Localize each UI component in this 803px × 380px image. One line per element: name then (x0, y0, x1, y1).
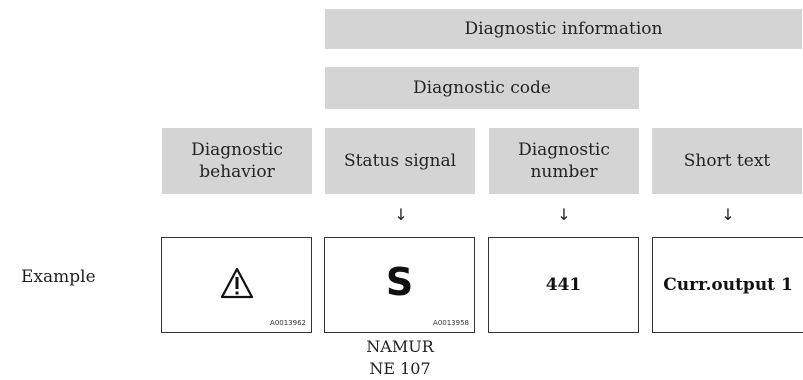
diagnostic-code-header: Diagnostic code (325, 67, 639, 109)
diagnostic-number-value: 441 (545, 275, 582, 295)
column-header-label: Diagnostic number (518, 140, 610, 182)
status-s-icon: S (385, 260, 414, 304)
diagnostic-number-box: 441 (488, 237, 639, 333)
diagnostic-information-header: Diagnostic information (325, 9, 802, 49)
column-header-label: Diagnostic behavior (191, 140, 283, 182)
short-text-value: Curr.output 1 (663, 275, 793, 295)
image-id: A0013958 (433, 319, 469, 327)
namur-line: NAMUR (366, 337, 434, 356)
down-arrow-icon: ↓ (721, 205, 735, 224)
down-arrow-icon: ↓ (557, 205, 571, 224)
short-text-box: Curr.output 1 (652, 237, 803, 333)
column-header-label: Status signal (343, 151, 457, 171)
column-header-label: Short text (683, 151, 771, 171)
column-header-diagnostic-behavior: Diagnostic behavior (162, 128, 312, 194)
status-signal-box: S A0013958 (324, 237, 475, 333)
diagnostic-code-label: Diagnostic code (413, 78, 551, 98)
warning-triangle-icon (162, 238, 311, 332)
column-header-short-text: Short text (652, 128, 802, 194)
example-label: Example (21, 267, 96, 287)
down-arrow-icon: ↓ (394, 205, 408, 224)
diagnostic-information-label: Diagnostic information (464, 19, 663, 39)
namur-note: NAMUR NE 107 (325, 336, 475, 380)
diagnostic-behavior-box: A0013962 (161, 237, 312, 333)
image-id: A0013962 (270, 319, 306, 327)
column-header-status-signal: Status signal (325, 128, 475, 194)
namur-standard-line: NE 107 (369, 359, 431, 378)
column-header-diagnostic-number: Diagnostic number (489, 128, 639, 194)
